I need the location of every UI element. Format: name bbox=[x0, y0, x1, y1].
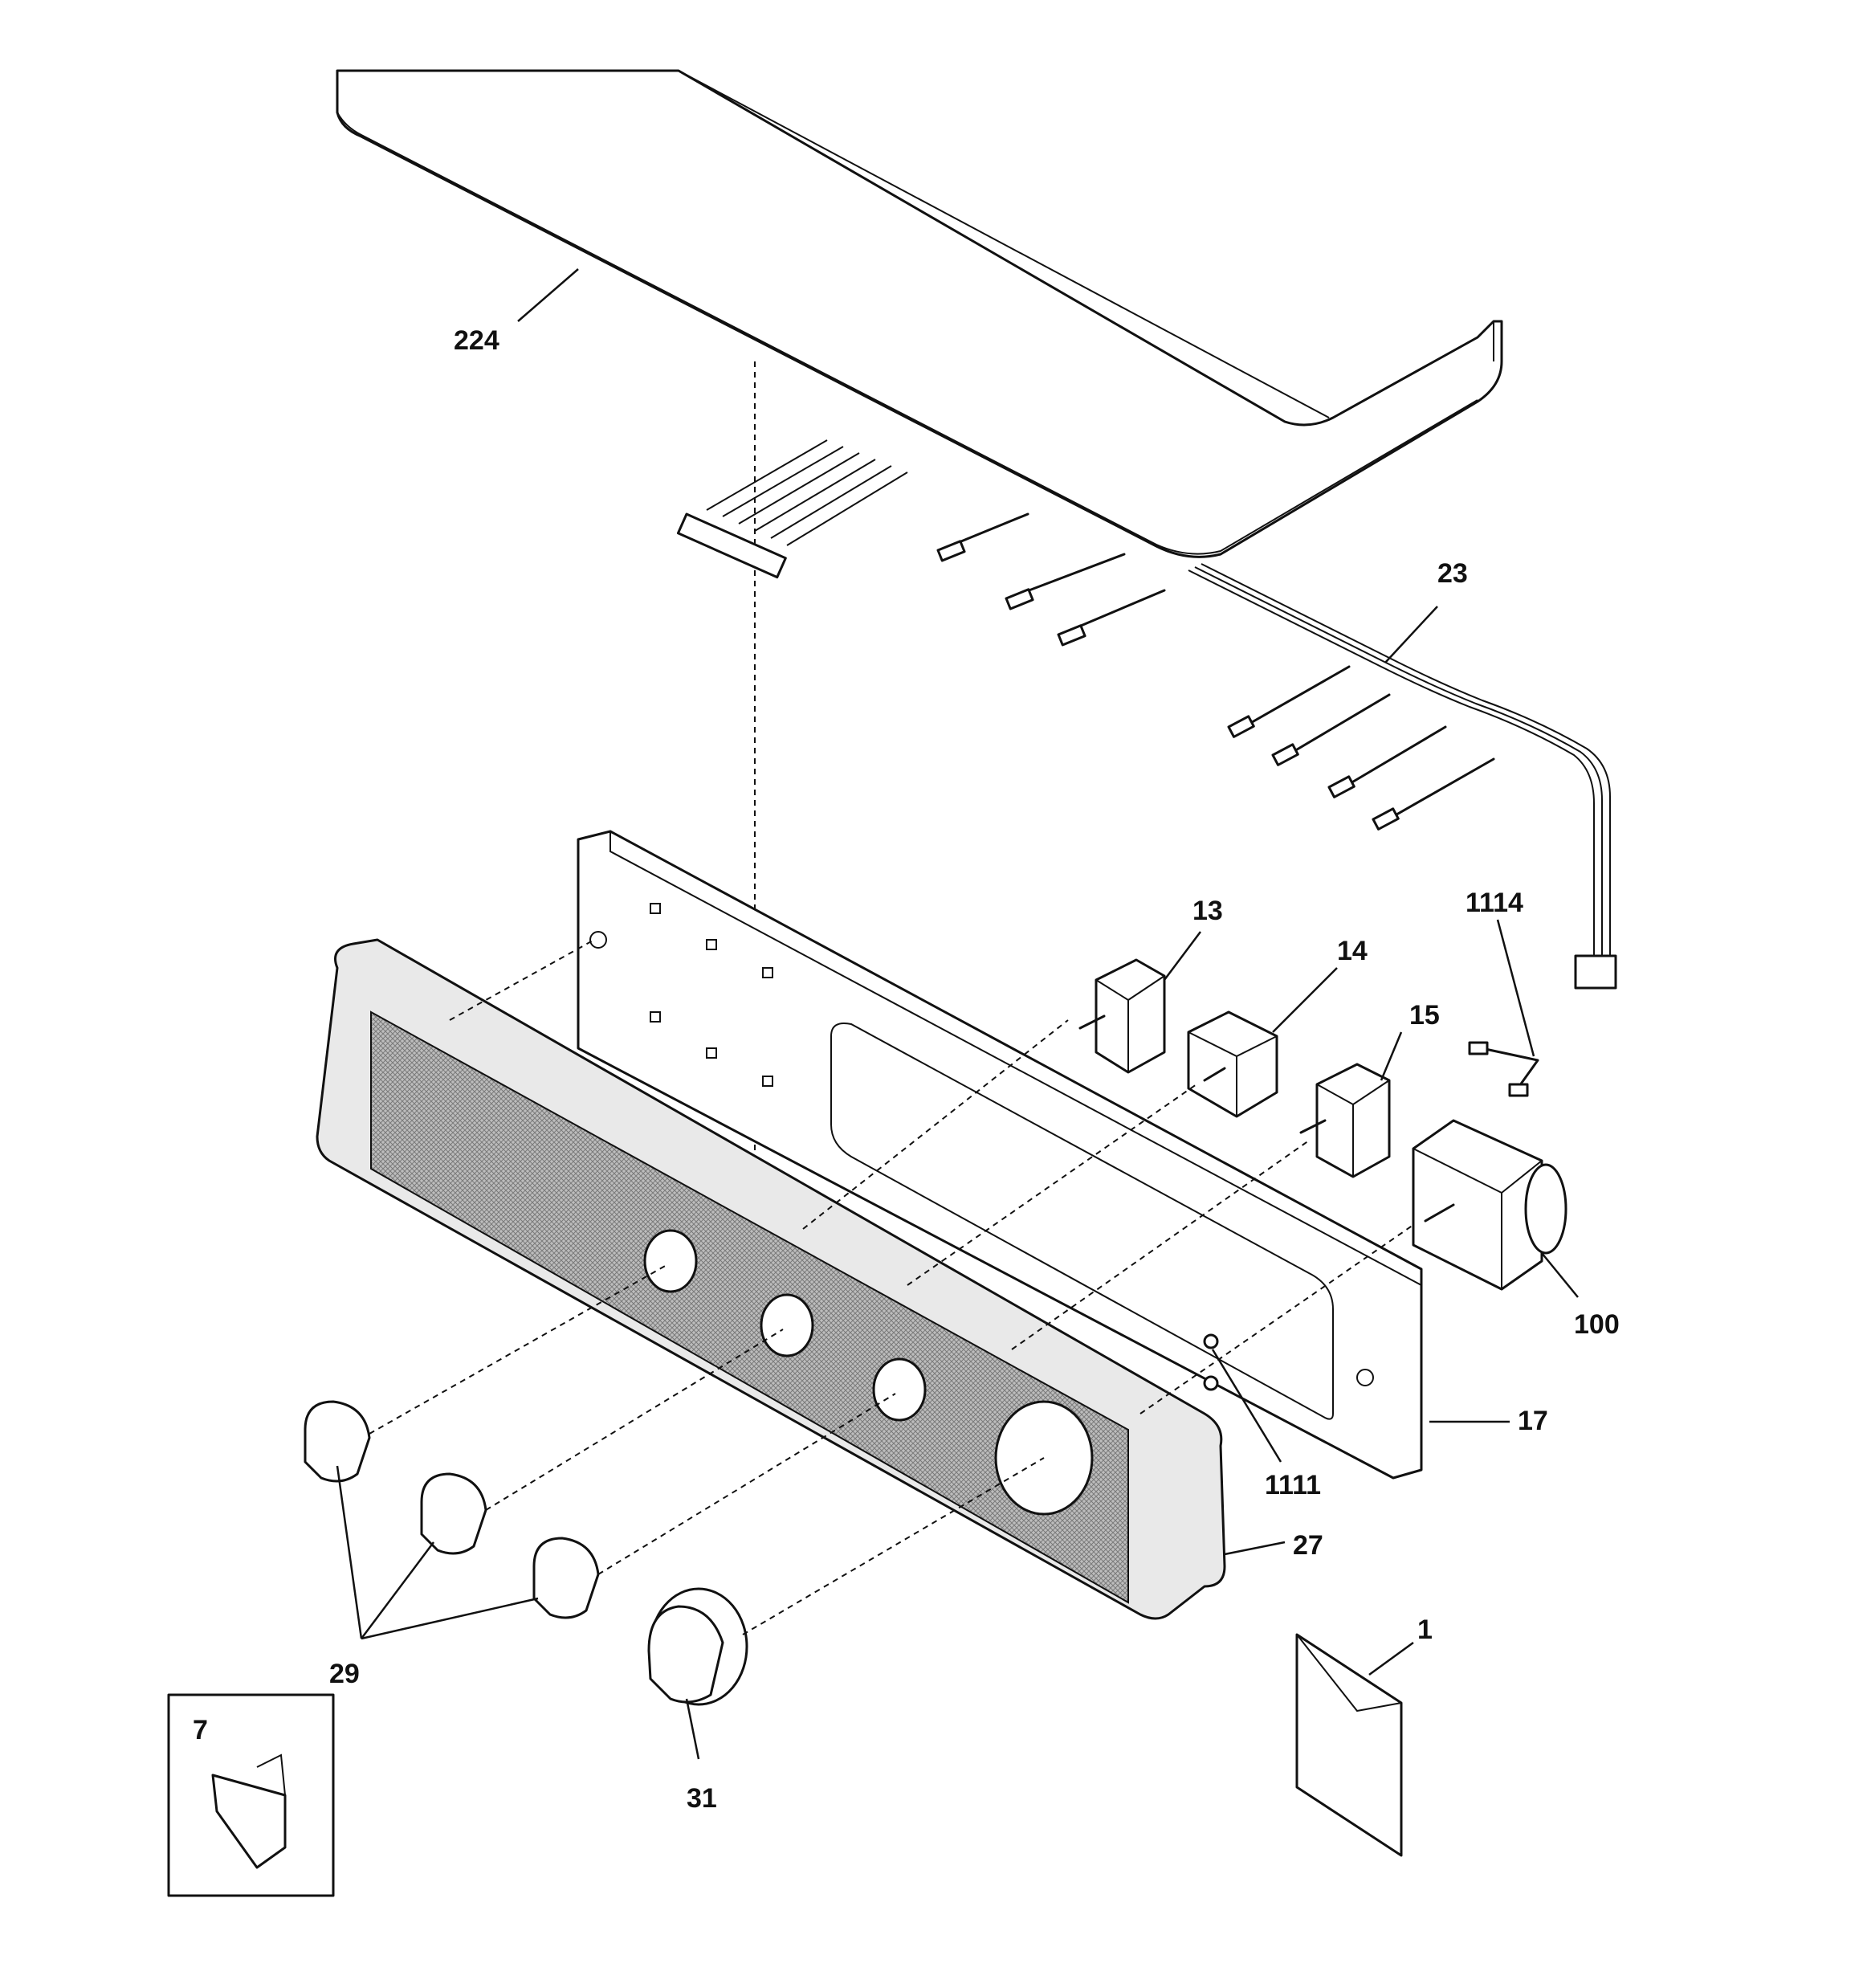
jumper-wire bbox=[1468, 1041, 1539, 1097]
switch-a bbox=[1078, 958, 1166, 1074]
label-23: 23 bbox=[1437, 558, 1468, 589]
wire-harness bbox=[1188, 563, 1617, 990]
label-1114: 1114 bbox=[1466, 888, 1523, 918]
top-panel bbox=[336, 69, 1503, 558]
timer bbox=[1412, 1119, 1567, 1291]
timer-knob bbox=[647, 1587, 748, 1706]
clip-inset bbox=[167, 1693, 335, 1897]
leader-lines bbox=[336, 268, 1579, 1760]
control-panel bbox=[577, 830, 1423, 1480]
label-29: 29 bbox=[329, 1659, 360, 1689]
label-27: 27 bbox=[1293, 1530, 1323, 1561]
label-14: 14 bbox=[1337, 936, 1368, 966]
assembly-dashes bbox=[369, 939, 1414, 1635]
knobs bbox=[304, 1400, 600, 1619]
label-100: 100 bbox=[1574, 1309, 1620, 1340]
label-7: 7 bbox=[193, 1715, 208, 1745]
label-17: 17 bbox=[1518, 1406, 1548, 1436]
wire-connector bbox=[676, 439, 1166, 647]
literature bbox=[1295, 1633, 1403, 1857]
label-15: 15 bbox=[1409, 1000, 1440, 1031]
label-1111: 1111 bbox=[1265, 1470, 1321, 1500]
label-13: 13 bbox=[1192, 896, 1223, 926]
switch-c bbox=[1299, 1063, 1391, 1178]
label-1: 1 bbox=[1417, 1614, 1433, 1645]
label-224: 224 bbox=[454, 325, 499, 356]
switch-b bbox=[1187, 1010, 1278, 1118]
label-31: 31 bbox=[687, 1783, 717, 1814]
screws bbox=[1203, 1333, 1219, 1391]
